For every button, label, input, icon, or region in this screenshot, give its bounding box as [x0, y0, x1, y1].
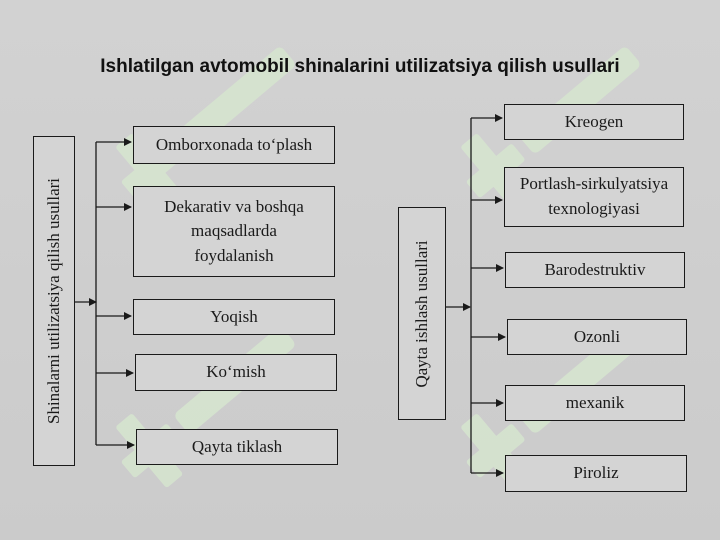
- method-box-burial: Ko‘mish: [135, 354, 337, 391]
- left-group-label: Shinalarni utilizatsiya qilish usullari: [44, 178, 63, 424]
- method-box-ozone: Ozonli: [507, 319, 687, 355]
- method-box-barodestructive: Barodestruktiv: [505, 252, 685, 288]
- method-box-decorative: Dekarativ va boshqa maqsadlarda foydalan…: [133, 186, 335, 277]
- method-box-pyrolysis: Piroliz: [505, 455, 687, 492]
- method-box-kreogen: Kreogen: [504, 104, 684, 140]
- method-box-explosion: Portlash-sirkulyatsiya texnologiyasi: [504, 167, 684, 227]
- right-group-label: Qayta ishlash usullari: [412, 239, 431, 388]
- method-box-mechanical: mexanik: [505, 385, 685, 421]
- right-group-box: Qayta ishlash usullari: [398, 207, 446, 420]
- method-box-storage: Omborxonada to‘plash: [133, 126, 335, 164]
- method-box-burning: Yoqish: [133, 299, 335, 335]
- method-box-restoration: Qayta tiklash: [136, 429, 338, 465]
- slide-title: Ishlatilgan avtomobil shinalarini utiliz…: [100, 56, 620, 77]
- left-group-box: Shinalarni utilizatsiya qilish usullari: [33, 136, 75, 466]
